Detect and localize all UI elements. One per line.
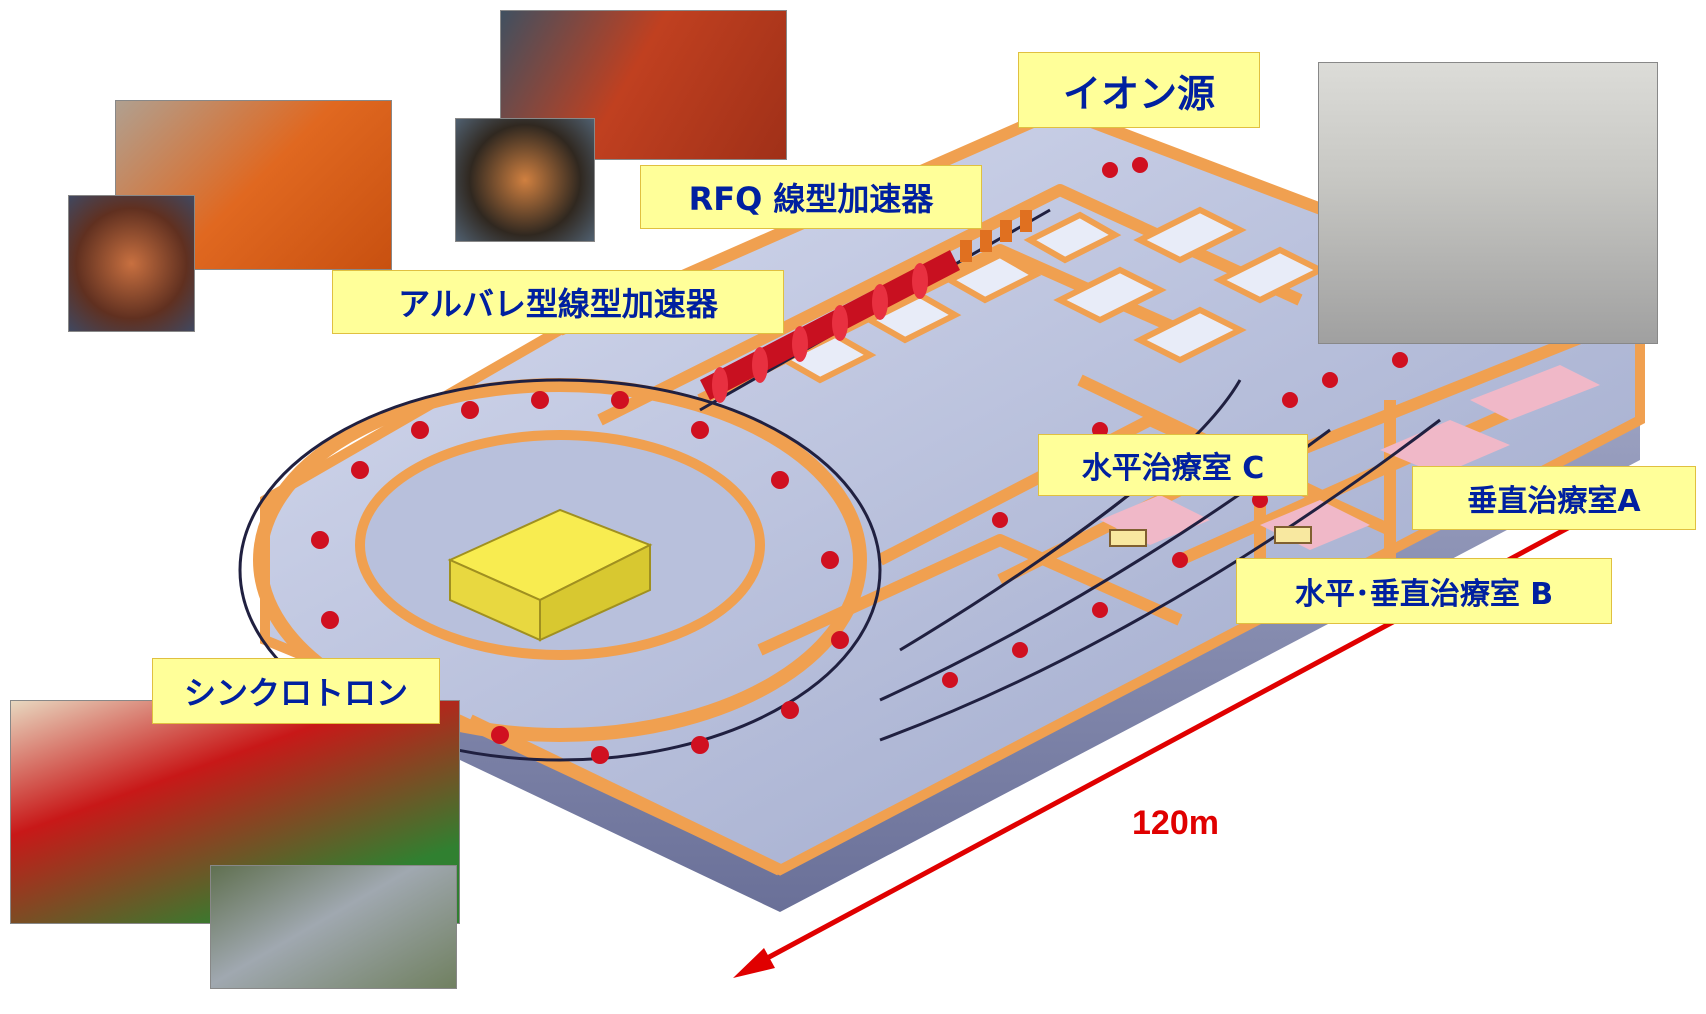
dimension-label: 120m bbox=[1132, 804, 1219, 842]
power-supply-cabinets bbox=[447, 508, 653, 642]
treatment-couches bbox=[1109, 526, 1312, 547]
alvarez-label: アルバレ型線型加速器 bbox=[332, 270, 784, 334]
rfq-label: RFQ 線型加速器 bbox=[640, 165, 982, 229]
rfq-accelerator bbox=[960, 210, 1032, 262]
alvarez-linac-photo bbox=[115, 100, 392, 270]
alvarez-linac-tank bbox=[700, 250, 960, 403]
rooms bbox=[778, 206, 1327, 384]
synchrotron-label: シンクロトロン bbox=[152, 658, 440, 724]
synchrotron-ring-outer-wall bbox=[253, 378, 867, 742]
room-a-label: 垂直治療室A bbox=[1412, 466, 1696, 530]
synchrotron-magnet-photo bbox=[210, 865, 457, 989]
rfq-interior-photo bbox=[455, 118, 595, 242]
room-c-label: 水平治療室 C bbox=[1038, 434, 1308, 496]
ion-source-label: イオン源 bbox=[1018, 52, 1260, 128]
treatment-room-photo bbox=[1318, 62, 1658, 344]
room-b-label: 水平･垂直治療室 B bbox=[1236, 558, 1612, 624]
alvarez-interior-photo bbox=[68, 195, 195, 332]
